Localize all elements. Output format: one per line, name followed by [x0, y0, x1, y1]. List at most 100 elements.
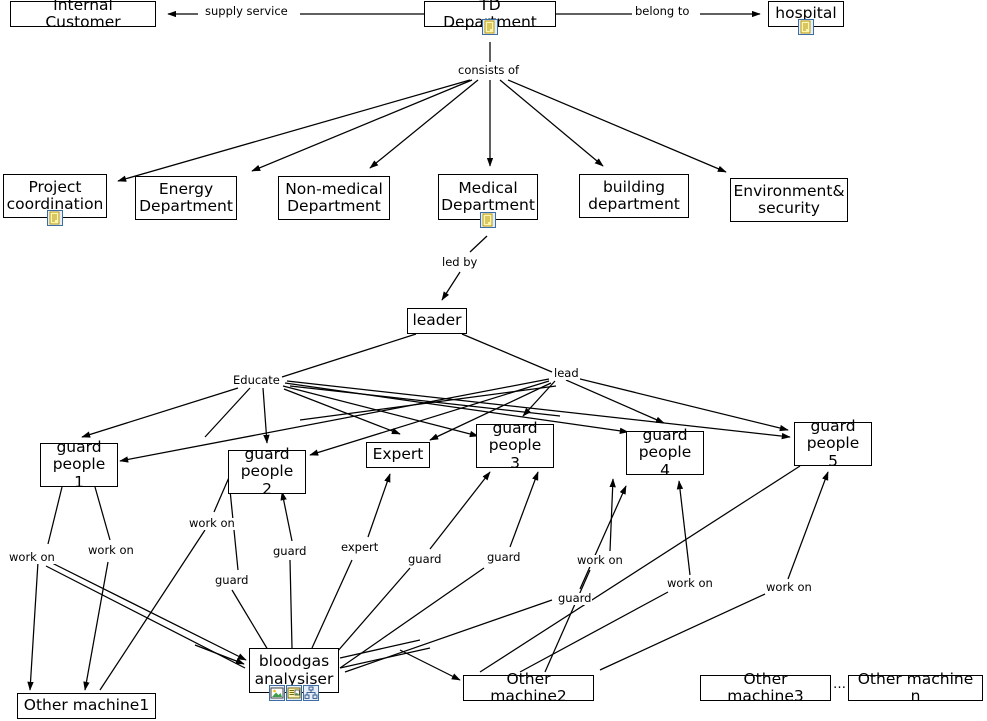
edge-educate-g4 — [284, 382, 629, 435]
edge-guard2-down — [289, 559, 293, 649]
node-internal-customer[interactable]: Internal Customer — [10, 0, 156, 31]
node-other-machine-n[interactable]: Other machine n — [848, 670, 983, 705]
node-guard-people-4[interactable]: guard people 4 — [626, 426, 704, 478]
edge-label-educate: Educate — [232, 373, 281, 387]
node-label: Internal Customer — [45, 0, 121, 31]
edge-leader-lead — [461, 333, 553, 373]
node-icon-bar-bloodgas-analysiser — [268, 685, 319, 701]
node-icon-bar-hospital — [797, 19, 814, 35]
edge-ledby-stem — [469, 235, 488, 253]
node-hospital[interactable]: hospital — [768, 1, 844, 27]
node-label: guard people 3 — [488, 418, 542, 472]
document-note-icon[interactable] — [481, 19, 498, 35]
edge-label-work-on-2: work on — [87, 543, 135, 557]
edge-consists-energy — [251, 79, 473, 172]
node-label: Medical Department — [441, 178, 535, 214]
document-image-icon[interactable] — [285, 685, 302, 701]
node-environment-security[interactable]: Environment& security — [730, 178, 848, 222]
edge-into-m2 — [399, 649, 461, 681]
node-guard-people-5[interactable]: guard people 5 — [794, 417, 872, 469]
edge-lead-g4 — [565, 379, 665, 424]
edge-guard5-down — [344, 599, 553, 673]
edge-consists-environment — [507, 79, 727, 173]
edge-label-expert-label: expert — [340, 540, 380, 554]
image-icon[interactable] — [268, 685, 285, 701]
hierarchy-icon[interactable] — [302, 685, 319, 701]
node-medical-department[interactable]: Medical Department — [438, 174, 538, 220]
edge-cross-a — [289, 385, 561, 417]
node-label: hospital — [775, 4, 837, 23]
edge-educate-g1 — [81, 387, 239, 438]
edge-label-guard-3: guard — [407, 552, 443, 566]
edge-guard2-up — [280, 491, 293, 542]
node-label: Environment& security — [733, 181, 845, 217]
node-other-machine-3[interactable]: Other machine3 — [700, 670, 831, 705]
edge-into-bloodgas — [194, 644, 245, 665]
edge-workon2-m1 — [83, 561, 109, 691]
edge-bloodgas-right-a — [339, 639, 421, 659]
edge-guard5-up — [579, 485, 627, 590]
edge-ledby-leader — [441, 271, 461, 301]
edge-label-guard-4: guard — [486, 550, 522, 564]
node-non-medical-department[interactable]: Non-medical Department — [278, 176, 390, 220]
edge-cross-b — [299, 385, 557, 421]
node-guard-people-1[interactable]: guard people 1 — [40, 438, 118, 490]
node-bloodgas-analysiser[interactable]: bloodgas analysiser — [249, 648, 339, 693]
node-label: building department — [588, 177, 680, 213]
edge-expert-up — [367, 473, 391, 538]
node-expert[interactable]: Expert — [366, 442, 430, 468]
edge-educate-g3 — [282, 385, 479, 438]
edge-label-guard-5: guard — [557, 591, 593, 605]
edge-label-work-on-3: work on — [188, 516, 236, 530]
edge-workon5-up — [676, 480, 691, 576]
node-icon-bar-medical-department — [479, 212, 496, 228]
node-label: Other machine3 — [727, 669, 804, 705]
node-other-machine-2[interactable]: Other machine2 — [463, 670, 594, 705]
node-label: Other machine n — [857, 669, 974, 705]
edge-guard3-up — [429, 471, 491, 550]
edge-lead-g3 — [522, 380, 556, 417]
node-label: Other machine1 — [23, 696, 150, 715]
document-note-icon[interactable] — [479, 212, 496, 228]
node-leader[interactable]: leader — [407, 308, 467, 334]
node-label: guard people 1 — [52, 437, 106, 491]
edge-lead-g5 — [571, 376, 789, 432]
edge-label-belong-to: belong to — [634, 4, 691, 18]
edge-workon4-up — [609, 478, 616, 552]
node-label: Expert — [372, 445, 424, 464]
node-label: guard people 4 — [638, 425, 692, 479]
edge-guard4-up — [509, 471, 539, 548]
edge-consists-building — [499, 79, 604, 167]
document-note-icon[interactable] — [46, 210, 63, 226]
node-other-machine-1[interactable]: Other machine1 — [17, 693, 156, 719]
edge-label-work-on-4: work on — [576, 553, 624, 567]
edge-label-work-on-6: work on — [765, 580, 813, 594]
edge-label-supply-service: supply service — [204, 4, 289, 18]
node-building-department[interactable]: building department — [579, 174, 689, 218]
edge-g5-m2 — [479, 465, 801, 673]
edge-workon6-down — [599, 593, 766, 671]
edge-label-consists-of: consists of — [457, 63, 521, 77]
node-label: Other machine2 — [490, 669, 567, 705]
edge-bloodgas-right-b — [339, 647, 431, 669]
edge-expert-down — [311, 559, 353, 649]
edge-educate-g2 — [262, 387, 270, 444]
edge-workon4-down — [544, 569, 591, 673]
edge-label-work-on-1: work on — [8, 550, 56, 564]
node-label: guard people 2 — [240, 444, 294, 498]
edge-label-led-by: led by — [441, 255, 479, 269]
edge-g1b-stem — [94, 486, 111, 541]
node-icon-bar-td-department — [481, 19, 498, 35]
edge-label-guard-1: guard — [214, 573, 250, 587]
node-label: Non-medical Department — [285, 179, 383, 215]
document-note-icon[interactable] — [797, 19, 814, 35]
edge-leader-educate — [281, 333, 417, 378]
node-guard-people-2[interactable]: guard people 2 — [228, 445, 306, 497]
node-energy-department[interactable]: Energy Department — [135, 176, 237, 220]
node-label: leader — [412, 311, 462, 330]
edge-workon1-m1 — [27, 561, 39, 691]
node-guard-people-3[interactable]: guard people 3 — [476, 419, 554, 471]
edge-educate-expert-x — [283, 388, 401, 435]
